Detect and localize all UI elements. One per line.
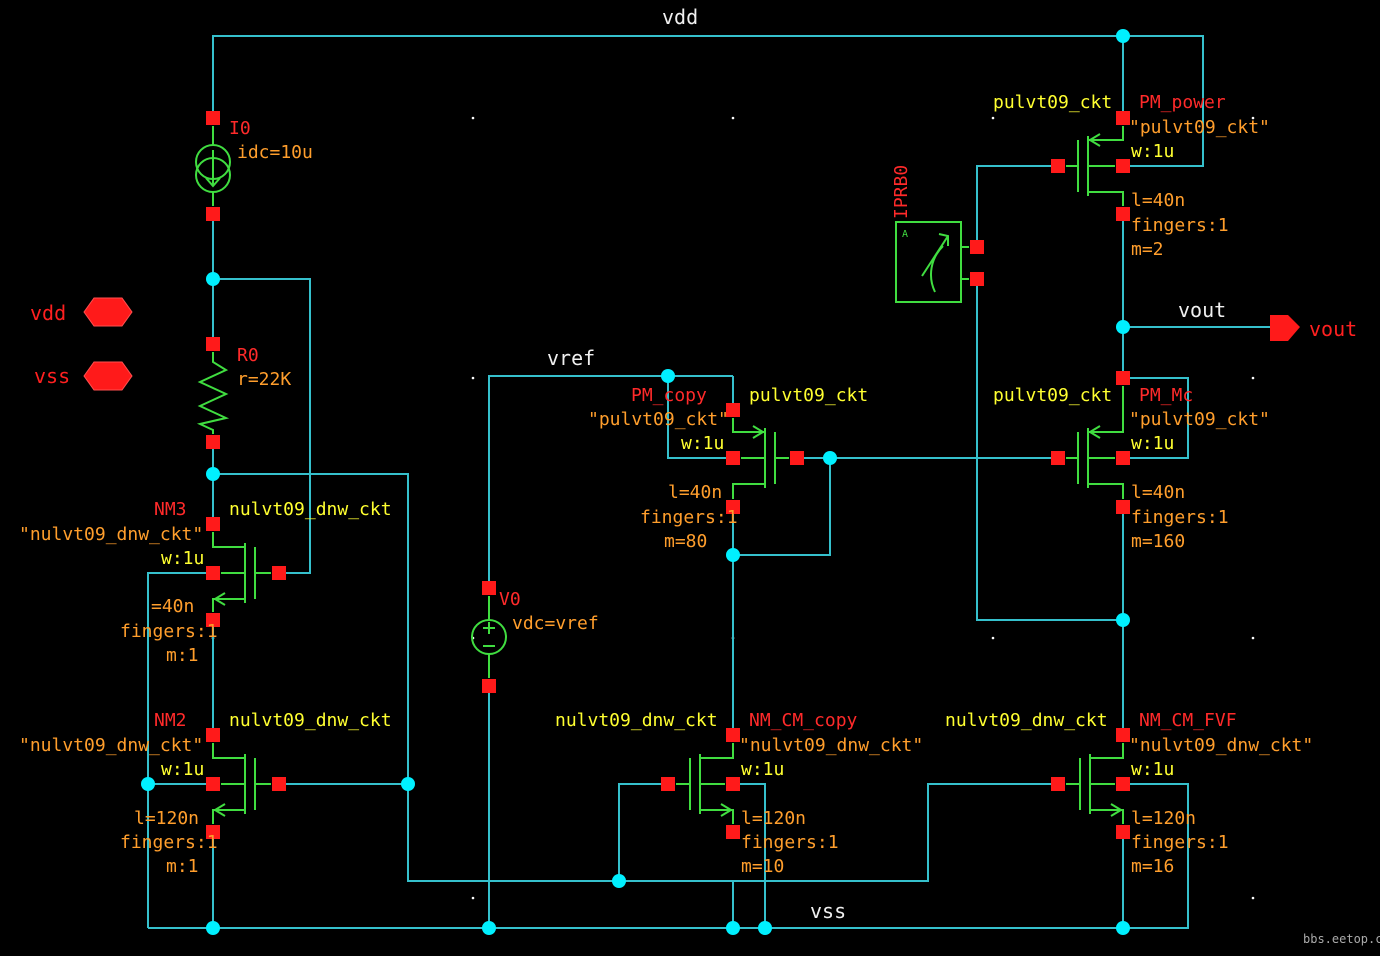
w-nm-cm-fvf: w:1u	[1131, 759, 1174, 780]
instance-name-pm-copy[interactable]: PM_copy	[631, 385, 707, 406]
fingers-nm2: fingers:1	[120, 832, 218, 853]
param-r0-r: r=22K	[237, 369, 291, 390]
l-nm3: =40n	[151, 596, 194, 617]
w-pm-copy: w:1u	[681, 433, 724, 454]
instance-name-pm-mc[interactable]: PM_Mc	[1139, 385, 1193, 406]
model-pm-power: "pulvt09_ckt"	[1129, 117, 1270, 138]
model-nm-cm-copy: "nulvt09_dnw_ckt"	[739, 735, 923, 756]
resistor-icon	[196, 352, 230, 434]
junctions	[141, 29, 1130, 935]
fingers-nm3: fingers:1	[120, 621, 218, 642]
instance-name-i0[interactable]: I0	[229, 118, 251, 139]
cell-pm-mc: pulvt09_ckt	[993, 385, 1112, 406]
param-v0-vdc: vdc=vref	[512, 613, 599, 634]
m-pm-copy: m=80	[664, 531, 707, 552]
pmos-pm-power	[1066, 126, 1124, 206]
w-nm-cm-copy: w:1u	[741, 759, 784, 780]
l-pm-copy: l=40n	[668, 482, 722, 503]
w-nm3: w:1u	[161, 548, 204, 569]
l-nm2: l=120n	[134, 808, 199, 829]
pins	[206, 111, 1130, 839]
model-nm-cm-fvf: "nulvt09_dnw_ckt"	[1129, 735, 1313, 756]
w-nm2: w:1u	[161, 759, 204, 780]
model-pm-copy: "pulvt09_ckt"	[588, 409, 729, 430]
voltage-source-icon	[471, 596, 507, 678]
current-probe-icon	[895, 221, 969, 303]
pin-label-vss[interactable]: vss	[34, 364, 70, 388]
m-nm2: m:1	[166, 856, 199, 877]
fingers-nm-cm-fvf: fingers:1	[1131, 832, 1229, 853]
output-pin-icon[interactable]	[1270, 315, 1300, 341]
instance-name-nm3[interactable]: NM3	[154, 499, 187, 520]
fingers-pm-power: fingers:1	[1131, 215, 1229, 236]
model-pm-mc: "pulvt09_ckt"	[1129, 409, 1270, 430]
fingers-nm-cm-copy: fingers:1	[741, 832, 839, 853]
l-nm-cm-copy: l=120n	[741, 808, 806, 829]
param-i0-idc: idc=10u	[237, 142, 313, 163]
cell-nm2: nulvt09_dnw_ckt	[229, 710, 392, 731]
w-pm-mc: w:1u	[1131, 433, 1174, 454]
cell-pm-power: pulvt09_ckt	[993, 92, 1112, 113]
model-nm3: "nulvt09_dnw_ckt"	[19, 524, 203, 545]
net-label-vref: vref	[547, 346, 595, 370]
nmos-nm-cm-fvf	[1066, 743, 1124, 824]
wires	[147, 35, 1270, 929]
cell-nm-cm-fvf: nulvt09_dnw_ckt	[945, 710, 1108, 731]
cell-nm-cm-copy: nulvt09_dnw_ckt	[555, 710, 718, 731]
pmos-pm-mc	[1066, 386, 1124, 499]
probe-arrow-label: A	[902, 229, 908, 240]
instance-name-r0[interactable]: R0	[237, 345, 259, 366]
net-label-vss: vss	[810, 899, 846, 923]
instance-name-v0[interactable]: V0	[499, 589, 521, 610]
fingers-pm-copy: fingers:1	[640, 507, 738, 528]
instance-name-nm-cm-fvf[interactable]: NM_CM_FVF	[1139, 710, 1237, 731]
pin-label-vdd[interactable]: vdd	[30, 301, 66, 325]
nmos-nm3	[212, 532, 271, 612]
m-pm-mc: m=160	[1131, 531, 1185, 552]
net-label-vout: vout	[1178, 298, 1226, 322]
instance-name-nm2[interactable]: NM2	[154, 710, 187, 731]
model-nm2: "nulvt09_dnw_ckt"	[19, 735, 203, 756]
pmos-pm-copy	[732, 418, 789, 499]
nmos-nm2	[212, 743, 271, 824]
l-pm-mc: l=40n	[1131, 482, 1185, 503]
symbols	[195, 126, 1124, 824]
instance-name-pm-power[interactable]: PM_power	[1139, 92, 1226, 113]
fingers-pm-mc: fingers:1	[1131, 507, 1229, 528]
hexagon-pin-icon[interactable]	[83, 297, 133, 391]
net-label-vdd: vdd	[662, 5, 698, 29]
m-nm-cm-fvf: m=16	[1131, 856, 1174, 877]
l-pm-power: l=40n	[1131, 190, 1185, 211]
l-nm-cm-fvf: l=120n	[1131, 808, 1196, 829]
current-source-icon	[195, 126, 231, 206]
m-nm-cm-copy: m=10	[741, 856, 784, 877]
cell-nm3: nulvt09_dnw_ckt	[229, 499, 392, 520]
m-nm3: m:1	[166, 645, 199, 666]
watermark: bbs.eetop.cn	[1303, 932, 1380, 946]
nmos-nm-cm-copy	[676, 743, 734, 824]
pin-label-vout[interactable]: vout	[1309, 317, 1357, 341]
w-pm-power: w:1u	[1131, 141, 1174, 162]
instance-name-iprb0[interactable]: IPRB0	[891, 165, 912, 219]
instance-name-nm-cm-copy[interactable]: NM_CM_copy	[749, 710, 858, 731]
m-pm-power: m=2	[1131, 239, 1164, 260]
cell-pm-copy: pulvt09_ckt	[749, 385, 868, 406]
